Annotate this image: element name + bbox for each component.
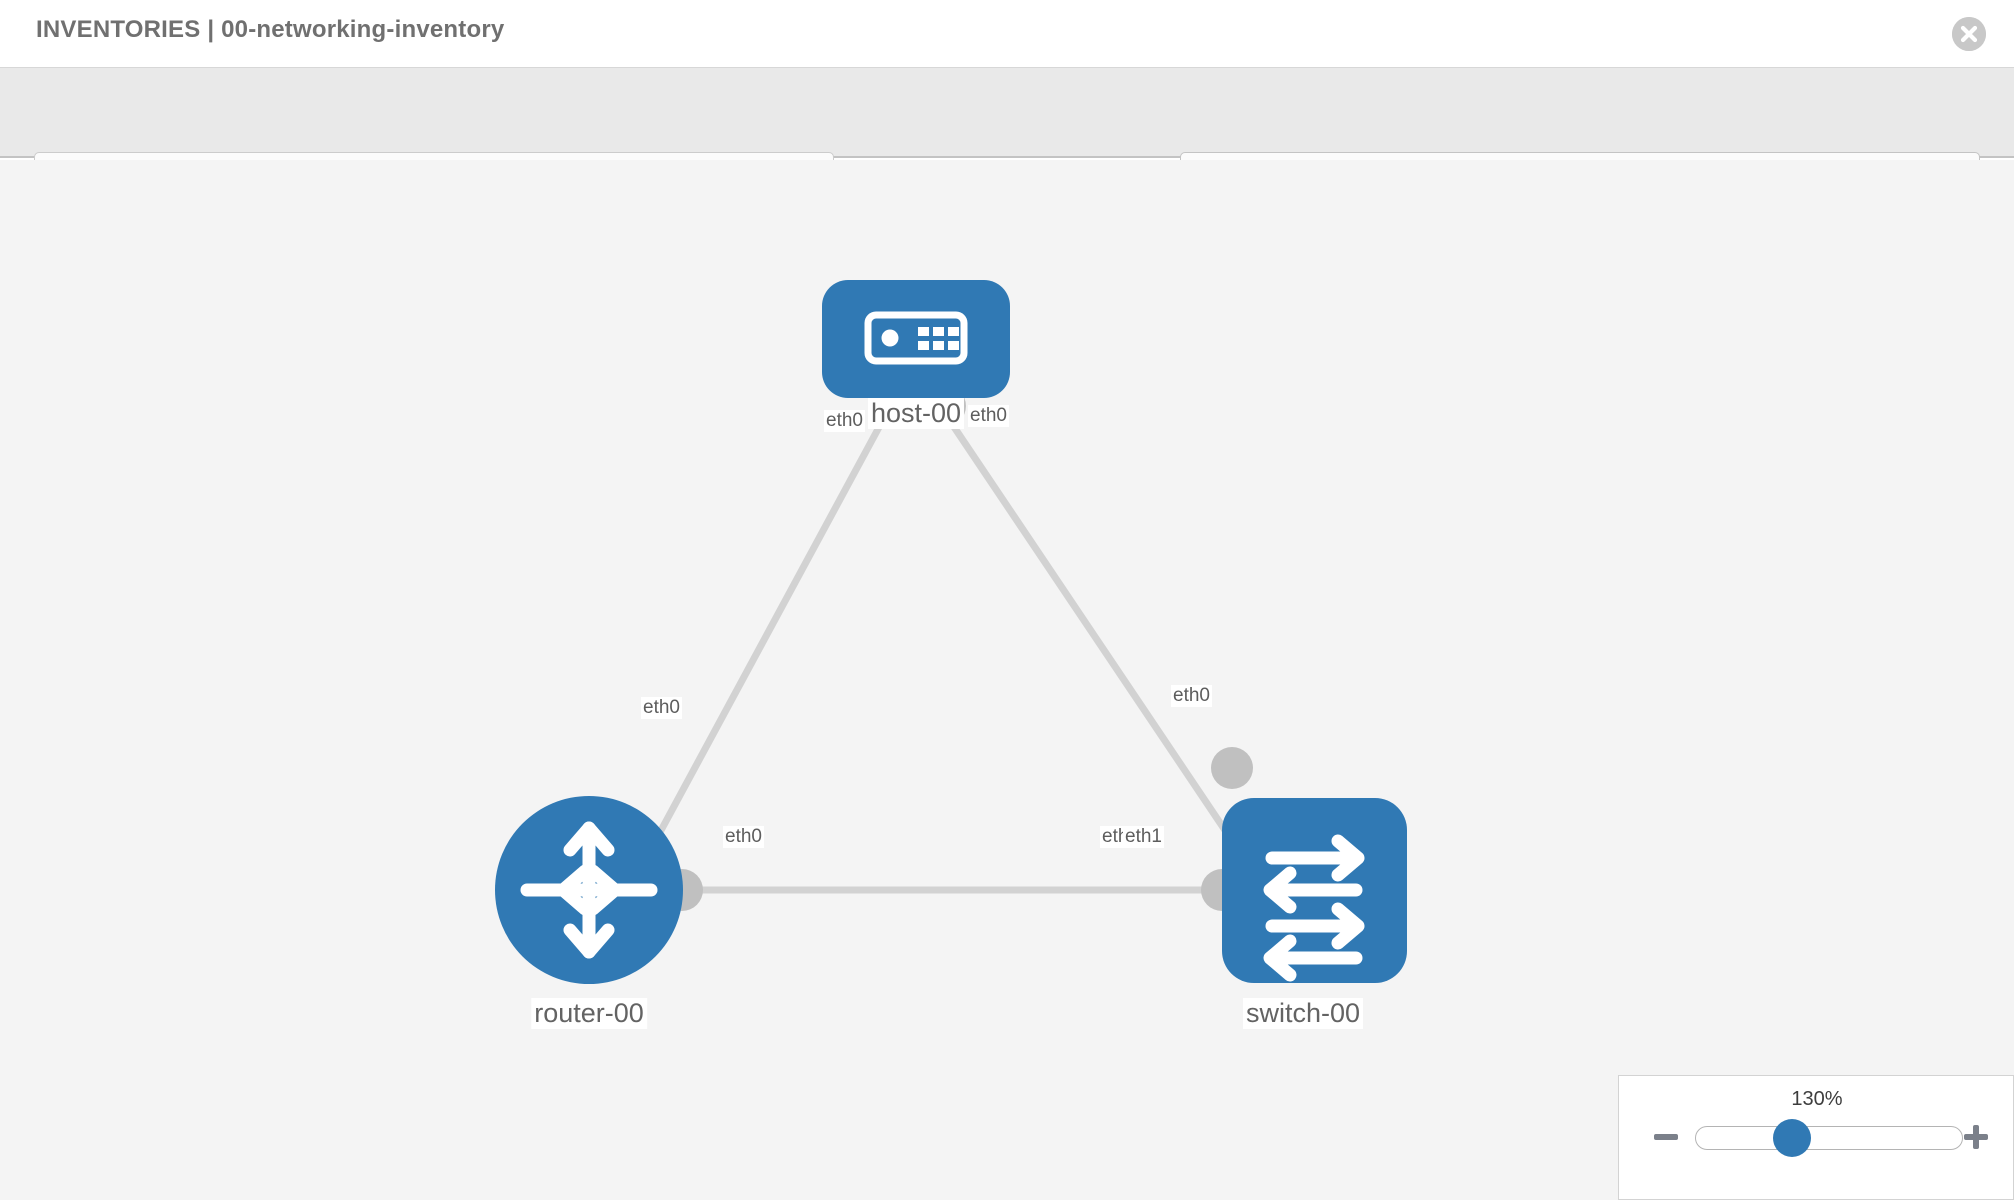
close-icon[interactable] xyxy=(1952,17,1986,51)
topology-links xyxy=(641,416,1248,894)
iface-label-host-to-router: eth0 xyxy=(824,410,865,432)
plus-icon[interactable] xyxy=(1961,1122,1991,1152)
iface-label-switch-to-host: eth0 xyxy=(1171,685,1212,707)
zoom-control-panel: 130% xyxy=(1618,1075,2014,1200)
page-header: INVENTORIES | 00-networking-inventory xyxy=(0,0,2014,68)
zoom-slider-thumb[interactable] xyxy=(1773,1119,1811,1157)
node-switch-00 xyxy=(1222,798,1407,983)
topology-canvas[interactable]: host-00 router-00 switch-00 eth0 eth0 et… xyxy=(0,160,2014,1200)
iface-label-switch-to-router: eth1 xyxy=(1123,826,1164,848)
link-host-router xyxy=(641,416,888,862)
page-title: INVENTORIES | 00-networking-inventory xyxy=(36,16,505,43)
node-label-host-00: host-00 xyxy=(867,398,965,429)
iface-label-router-to-host: eth0 xyxy=(641,697,682,719)
zoom-slider-track[interactable] xyxy=(1695,1126,1963,1150)
topology-graph xyxy=(495,280,1407,984)
minus-icon[interactable] xyxy=(1651,1122,1681,1152)
iface-label-host-to-switch: eth0 xyxy=(968,405,1009,427)
server-icon xyxy=(864,311,968,365)
node-host-00 xyxy=(822,280,1010,398)
toolbar: ACTIONS SEARCH xyxy=(0,68,2014,208)
switch-arrows-icon xyxy=(1263,834,1365,982)
zoom-level-label: 130% xyxy=(1791,1088,1843,1110)
iface-label-router-to-switch: eth0 xyxy=(723,826,764,848)
link-host-switch xyxy=(945,416,1248,862)
router-arrows-icon xyxy=(520,821,658,959)
node-label-switch-00: switch-00 xyxy=(1242,998,1364,1029)
connector-switch-top xyxy=(1211,747,1253,789)
node-router-00 xyxy=(495,796,683,984)
node-label-router-00: router-00 xyxy=(531,998,647,1029)
